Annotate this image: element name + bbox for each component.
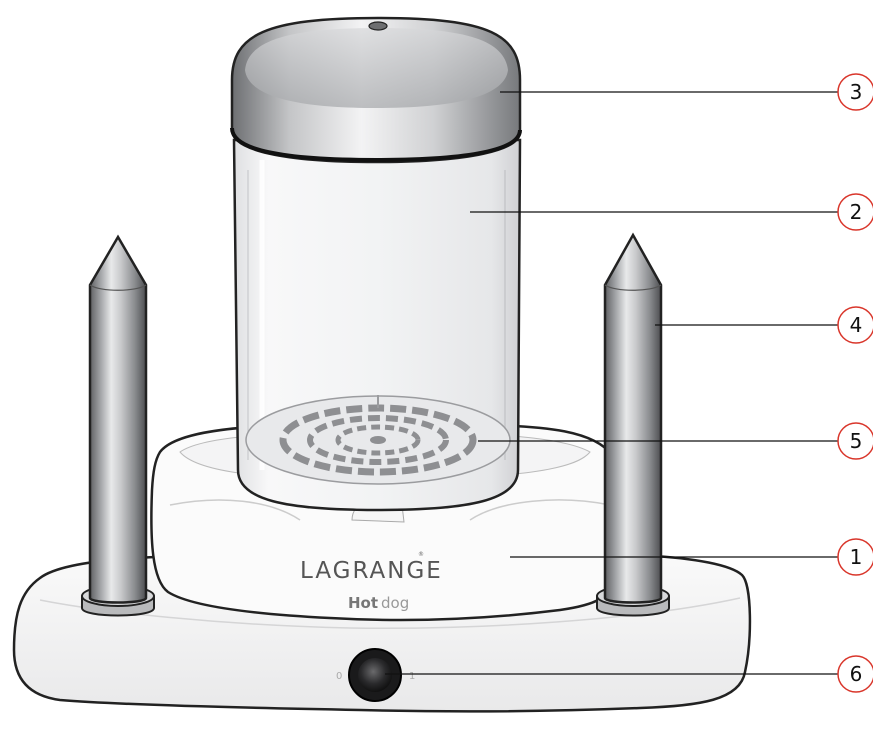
callout-5: 5 — [478, 422, 873, 460]
water-grid — [245, 395, 511, 485]
right-heating-spike — [596, 232, 670, 617]
callout-number: 6 — [850, 662, 863, 686]
callout-number: 3 — [850, 80, 863, 104]
power-switch: 0 1 — [336, 648, 415, 702]
callout-number: 4 — [850, 313, 863, 337]
registered-mark: ® — [418, 551, 424, 558]
glass-tank — [232, 138, 522, 512]
model-name-bold: Hot — [348, 594, 378, 612]
callout-number: 1 — [850, 545, 863, 569]
callout-circle — [837, 306, 873, 344]
brand-label: LAGRANGE — [300, 558, 443, 584]
switch-off-label: 0 — [336, 671, 342, 682]
switch-on-label: 1 — [409, 671, 415, 682]
callout-number: 5 — [850, 429, 863, 453]
stainless-lid — [230, 16, 522, 164]
callout-6: 6 — [385, 655, 873, 693]
callout-1: 1 — [510, 538, 873, 576]
callout-circle — [837, 73, 873, 111]
callout-circle — [837, 193, 873, 231]
callout-number: 2 — [850, 200, 863, 224]
callout-4: 4 — [655, 306, 873, 344]
callout-3: 3 — [500, 73, 873, 111]
callout-circle — [837, 422, 873, 460]
callout-circle — [837, 538, 873, 576]
left-heating-spike — [81, 234, 155, 617]
model-name-light: dog — [381, 594, 409, 612]
callout-2: 2 — [470, 193, 873, 231]
callout-circle — [837, 655, 873, 693]
